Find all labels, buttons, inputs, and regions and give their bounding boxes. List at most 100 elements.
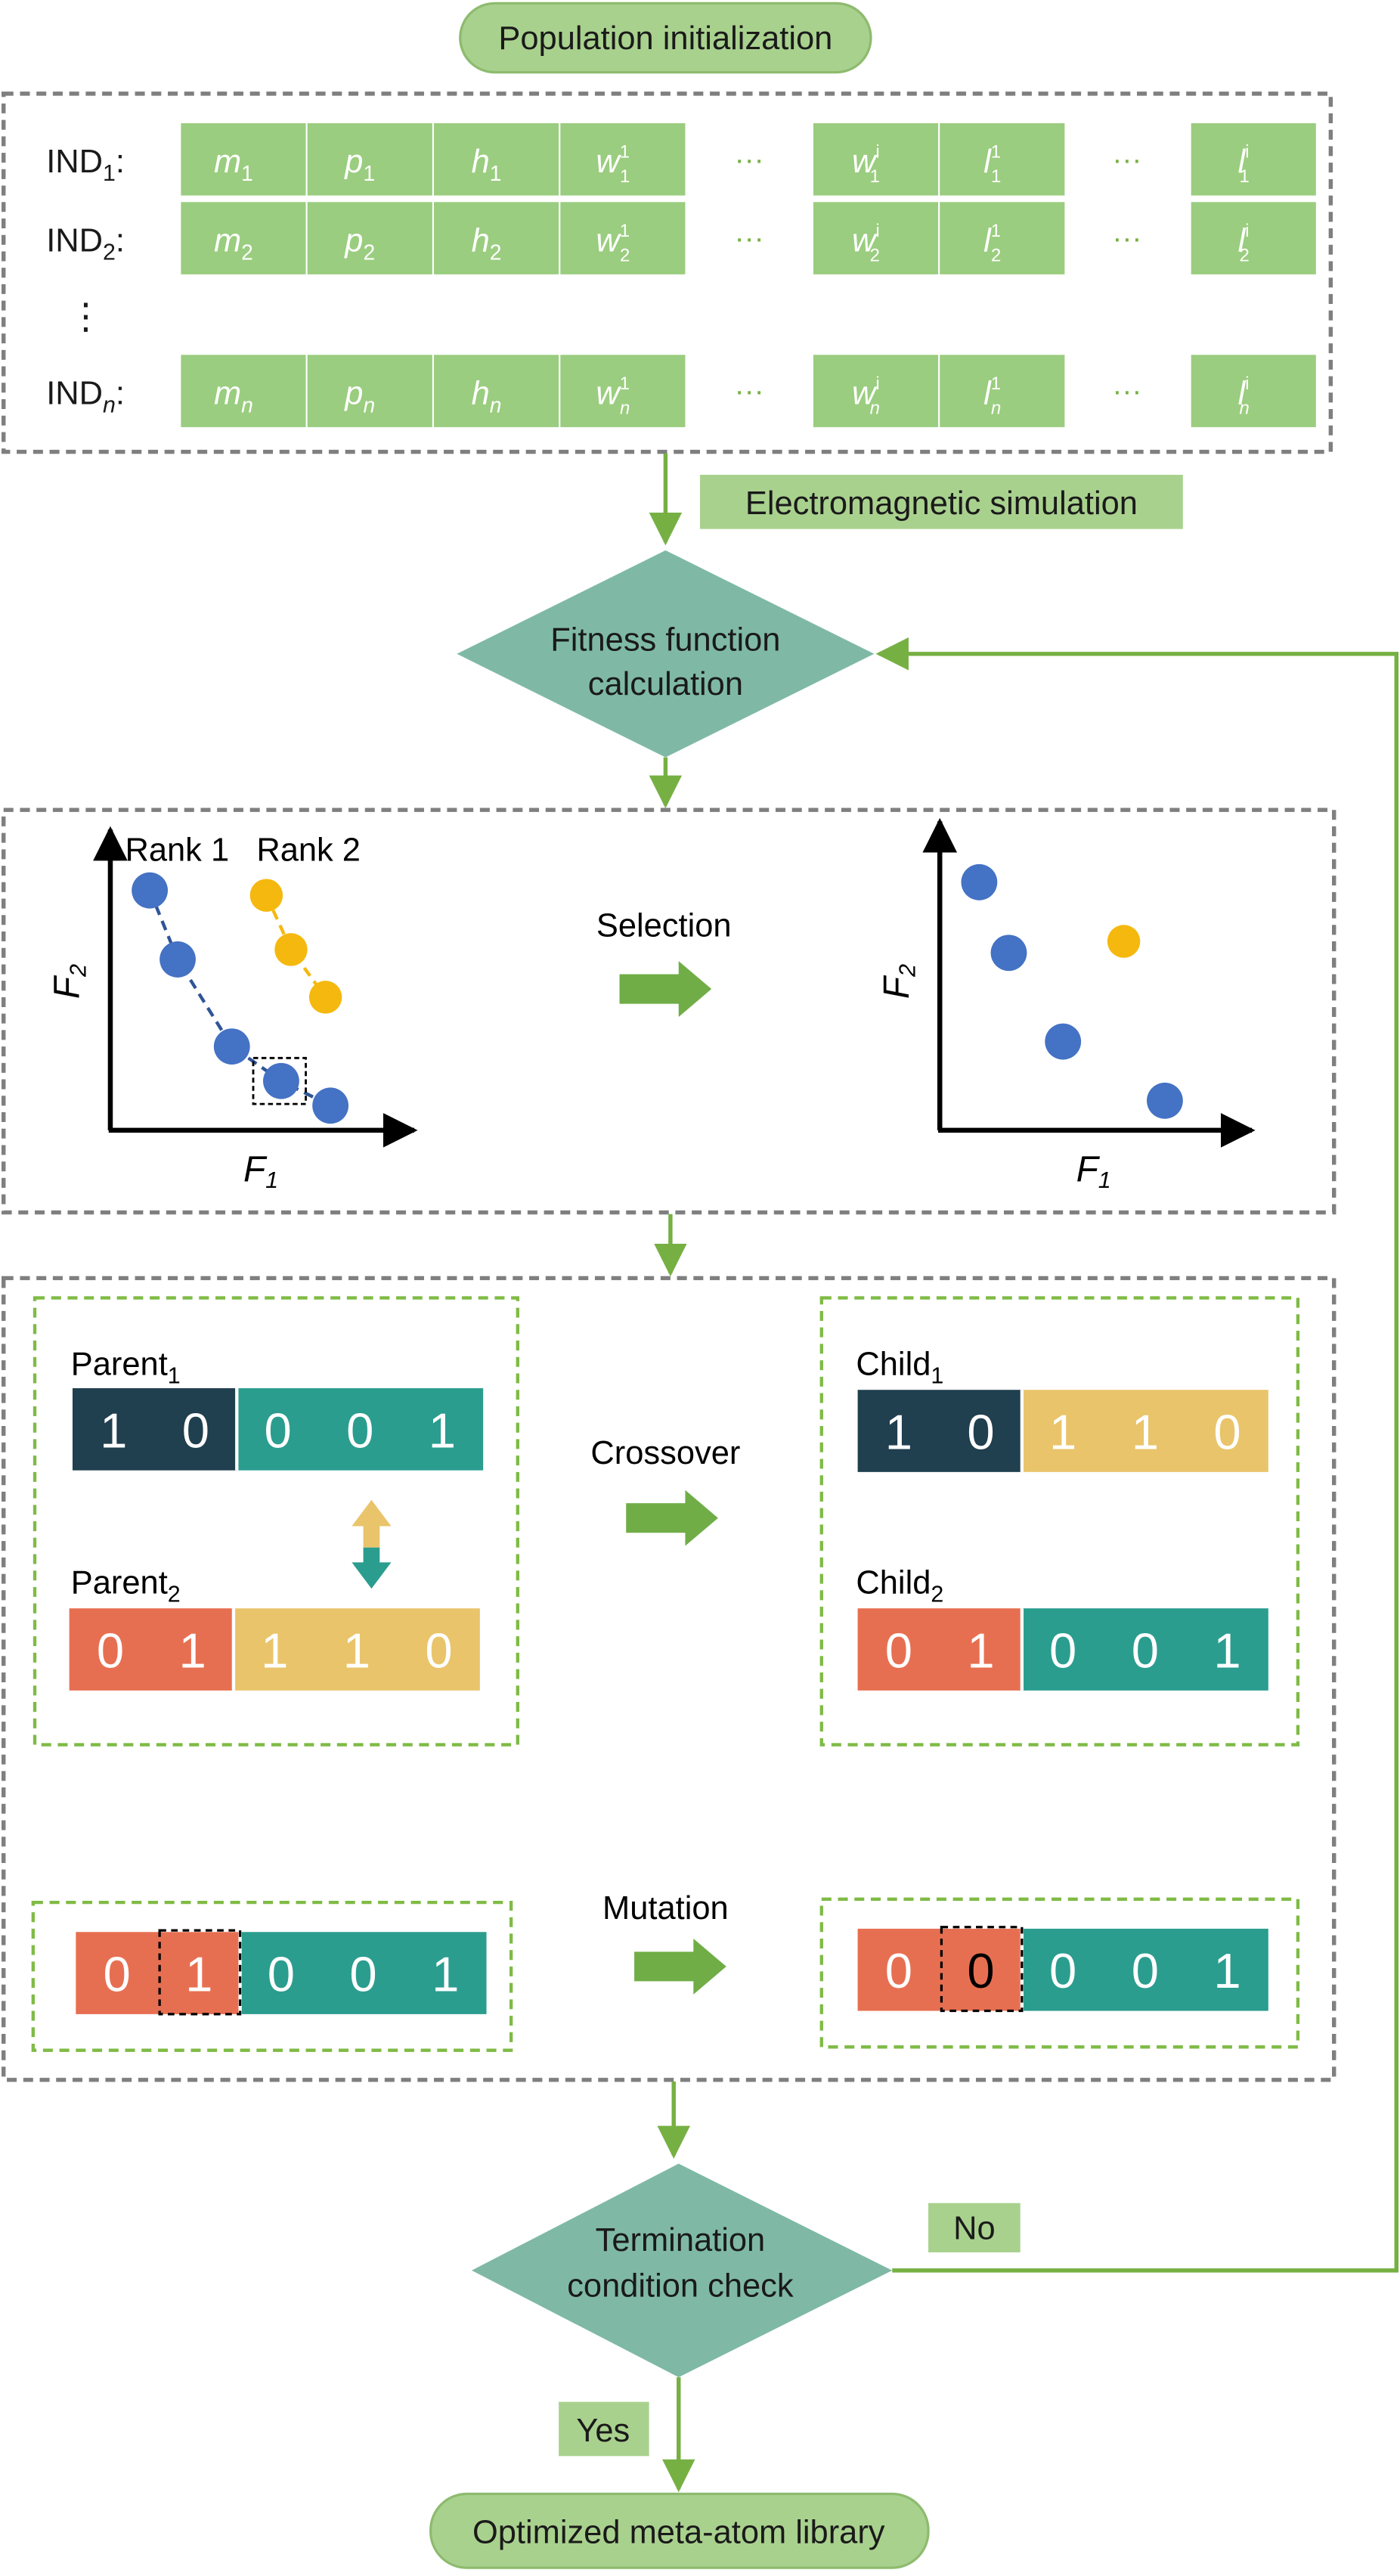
- parameter-cell: [940, 202, 1065, 274]
- gene-bit: 1: [1213, 1623, 1240, 1678]
- gene-bit: 0: [1132, 1943, 1159, 1998]
- population-frame: [2, 91, 1333, 454]
- gene-bit: 1: [967, 1623, 994, 1678]
- parameter-symbol: p2: [343, 222, 375, 264]
- no-label: No: [953, 2211, 996, 2247]
- individual-label: IND1:: [46, 144, 125, 186]
- rank1-point: [312, 1087, 349, 1124]
- gene-bit: 1: [1213, 1943, 1240, 1998]
- parameter-cell: [560, 122, 686, 196]
- columns-ellipsis: ···: [1112, 222, 1141, 255]
- parent2-label: Parent2: [71, 1565, 181, 1607]
- gene-bit: 1: [429, 1403, 456, 1458]
- gene-bit: 0: [264, 1403, 291, 1458]
- gene-bit: 0: [346, 1403, 373, 1458]
- pareto-plot-after: F2 F1: [877, 817, 1256, 1193]
- selected-point: [990, 935, 1027, 972]
- selected-point-box: [252, 1056, 307, 1105]
- yes-tag: Yes: [559, 2401, 649, 2457]
- rank2-point: [274, 933, 308, 966]
- individual-label: INDn:: [46, 376, 125, 418]
- selection-frame: [2, 808, 1337, 1215]
- parameter-symbol: m2: [214, 222, 253, 264]
- end-label: Optimized meta-atom library: [472, 2515, 885, 2551]
- parameter-symbol: hn: [472, 376, 502, 417]
- x-axis-label: F1: [243, 1149, 278, 1193]
- rows-ellipsis: ⋮: [67, 297, 104, 337]
- gene-bit: 0: [967, 1404, 994, 1459]
- rank2-label: Rank 2: [256, 832, 361, 869]
- gene-bit: 1: [100, 1403, 127, 1458]
- gene-bit: 0: [885, 1623, 912, 1678]
- parameter-cell: [434, 202, 559, 274]
- parameter-cell: [1191, 122, 1316, 196]
- gene-bit: 0: [885, 1943, 912, 1998]
- gene-bit: 0: [1049, 1943, 1076, 1998]
- gene-bit: 1: [261, 1623, 288, 1678]
- termination-line1: Termination: [596, 2222, 766, 2258]
- gene-bit: 1: [185, 1946, 212, 2001]
- end-node: Optimized meta-atom library: [429, 2492, 930, 2569]
- termination-node: Termination condition check: [471, 2163, 893, 2378]
- start-label: Population initialization: [498, 20, 832, 57]
- gene-block: [1021, 1608, 1268, 1691]
- rank2-point: [308, 981, 342, 1014]
- gene-bit: 1: [432, 1946, 459, 2001]
- parameter-symbol: h2: [472, 222, 502, 264]
- parent1-label: Parent1: [71, 1347, 181, 1389]
- selection-label: Selection: [596, 908, 732, 944]
- gene-bit: 0: [425, 1623, 452, 1678]
- rank1-point: [263, 1062, 299, 1099]
- parameter-cell: [307, 355, 432, 427]
- rank1-point: [132, 872, 169, 909]
- gene-bit: 0: [182, 1403, 209, 1458]
- parameter-cell: [940, 355, 1065, 427]
- gene-bit: 0: [1049, 1623, 1076, 1678]
- parameter-cell: [181, 202, 306, 274]
- gene-block: [240, 1932, 487, 2014]
- gene-block: [857, 1608, 1022, 1691]
- em-simulation-label: Electromagnetic simulation: [745, 485, 1138, 522]
- parents-frame: [33, 1296, 519, 1747]
- columns-ellipsis: ···: [735, 144, 764, 176]
- swap-arrow-icon: [352, 1499, 392, 1589]
- gene-block: [233, 1608, 480, 1691]
- columns-ellipsis: ···: [735, 375, 764, 408]
- rank1-point: [160, 941, 196, 978]
- mutation-label: Mutation: [602, 1890, 729, 1927]
- selection-arrow: [619, 961, 712, 1017]
- rank1-point: [213, 1028, 250, 1065]
- selected-point: [1107, 925, 1141, 958]
- gene-block: [1021, 1928, 1268, 2011]
- parameter-symbol: mn: [214, 376, 253, 417]
- parameter-cell: [813, 202, 939, 274]
- parameter-cell: [181, 355, 306, 427]
- gene-block: [72, 1388, 237, 1471]
- y-axis-label: F2: [877, 964, 921, 999]
- parameter-cell: [560, 202, 686, 274]
- rank2-point: [249, 879, 283, 912]
- gene-bit: 1: [343, 1623, 370, 1678]
- parameter-symbol: p1: [343, 144, 375, 185]
- parameter-symbol: h1: [472, 144, 502, 185]
- gene-bit: 0: [97, 1623, 124, 1678]
- fitness-node: Fitness function calculation: [457, 550, 875, 758]
- gene-bit: 0: [967, 1943, 994, 1998]
- parameter-cell: [434, 355, 559, 427]
- gene-block: [76, 1932, 240, 2014]
- gene-bit: 1: [178, 1623, 206, 1678]
- pareto-plot-before: Rank 1 Rank 2 F2 F1: [48, 826, 418, 1193]
